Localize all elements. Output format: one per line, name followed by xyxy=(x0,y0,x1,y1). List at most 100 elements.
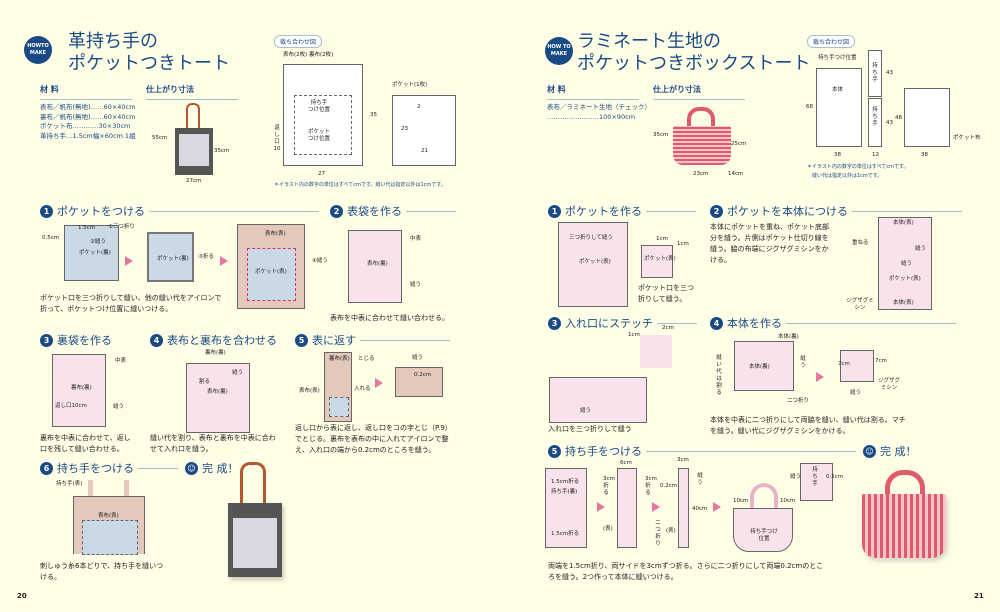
rule xyxy=(657,322,697,324)
label: 2cm xyxy=(662,325,674,331)
arrow-icon xyxy=(220,256,228,266)
handle-strip-illustration: 1.5cm折る 持ち手(裏) 1.5cm折る xyxy=(545,468,587,548)
label: 返し口10cm xyxy=(55,403,87,409)
label: ①三つ折り xyxy=(108,224,135,230)
badge-text: MAKE xyxy=(550,51,568,57)
label: ②縫う xyxy=(90,239,106,245)
label: 持ち手 xyxy=(812,467,818,487)
body-pattern: 本体 xyxy=(816,68,862,147)
step-4-description: 本体を中表に二つ折りにして両脇を縫い、縫い代は割る。マチを縫う。縫い代にジグザグ… xyxy=(710,416,906,435)
bag-handle xyxy=(885,470,925,500)
label: 三つ折りして縫う xyxy=(569,235,613,241)
label: 縫う xyxy=(790,474,802,480)
step-title: 裏袋を作る xyxy=(57,334,112,347)
label: 本体 xyxy=(832,87,844,93)
step-number: 5 xyxy=(295,333,308,347)
attach-handle-illustration: 表布(表) xyxy=(73,496,145,555)
size-heading: 仕上がり寸法 xyxy=(146,84,238,100)
dim: 43 xyxy=(886,120,893,126)
rule xyxy=(646,210,696,212)
label: 1.5cm折る xyxy=(551,531,580,537)
label: 表布(表) xyxy=(299,388,320,394)
label: 持ち手 xyxy=(872,63,878,83)
pocket xyxy=(329,397,349,417)
handle-fold-illustration xyxy=(617,468,637,548)
material-item: 表布／ラミネート生地（チェック） xyxy=(547,103,651,111)
size-body-height: 35cm xyxy=(214,148,230,154)
step-number: 4 xyxy=(710,316,723,330)
step-5-description: 両端を1.5cm折り、両サイドを3cmずつ折る。さらに二つ折りにして両端0.2c… xyxy=(548,562,824,581)
finished-edge-illustration: 0.2cm xyxy=(395,367,443,397)
box-tote-photo xyxy=(673,126,731,165)
label: 縫う xyxy=(410,282,422,288)
label: ④縫う xyxy=(312,258,328,264)
note-line: 縫い代は指定以外は1cmです。 xyxy=(812,173,883,179)
label: 縫う xyxy=(412,355,424,361)
label: 縫う xyxy=(113,404,125,410)
pocket-pattern xyxy=(904,88,950,147)
step-title: 本体を作る xyxy=(727,317,782,330)
size-body-height: 25cm xyxy=(731,141,747,147)
handle-position-label: 持ち手 つけ位置 xyxy=(308,100,331,113)
label: 本体(表) xyxy=(893,220,914,226)
label: 表布(表) xyxy=(98,513,119,519)
page-number: 20 xyxy=(17,592,27,600)
pocket-pattern: 2 23 21 xyxy=(392,95,456,166)
rule xyxy=(852,210,962,212)
edge-detail xyxy=(640,335,672,368)
label: ジグザグミシン xyxy=(878,378,901,391)
badge-text: HOWTO xyxy=(27,43,49,49)
label: ポケット(表) xyxy=(644,256,676,262)
badge-text: MAKE xyxy=(29,50,47,56)
opening-label: 返し口10 xyxy=(273,125,281,152)
step-title: 表布と裏布を合わせる xyxy=(167,334,277,347)
handle-illustration xyxy=(750,483,778,511)
label: 1cm xyxy=(628,332,640,338)
label: 3cm xyxy=(677,457,689,463)
size-height: 35cm xyxy=(653,132,669,138)
dim: 12 xyxy=(872,152,879,158)
done-heading: ☺完 成！ xyxy=(863,443,917,459)
done-label: 完 成！ xyxy=(202,462,239,475)
label: 0.2cm xyxy=(414,372,432,378)
step-number: 4 xyxy=(150,333,163,347)
pocket-folded-illustration: ポケット(裏) xyxy=(147,232,194,282)
pocket-photo xyxy=(179,134,209,166)
step-3-description: 入れ口を三つ折りして縫う xyxy=(548,425,632,433)
step-title: ポケットをつける xyxy=(57,205,145,218)
label: 裏布(裏) xyxy=(71,385,92,391)
leather-handle xyxy=(240,462,266,510)
label: 表布(表) xyxy=(265,231,286,237)
dim: 68 xyxy=(806,104,813,110)
pocket-label: ポケット(1枚) xyxy=(392,82,428,88)
dim: 43 xyxy=(886,70,893,76)
pocket-illustration: ポケット(裏) xyxy=(64,225,119,281)
title-line: ラミネート生地の xyxy=(577,31,721,52)
step-4-heading: 4 表布と裏布を合わせる xyxy=(150,332,277,348)
label: 裏布(裏) xyxy=(205,350,226,356)
pocket xyxy=(82,520,138,555)
step-number: 6 xyxy=(40,461,53,475)
title-line: 革持ち手の xyxy=(68,31,158,52)
label: ポケット(裏) xyxy=(157,256,189,262)
unit-note: ＊イラスト内の数字の単位はすべてcmです。縫い代は指定以外は1cmです。 xyxy=(807,163,908,181)
step-2-description: 本体にポケットを重ね、ポケット底部分を縫う。片側はポケット仕切り線を縫う。脇の布… xyxy=(710,223,829,264)
step-title: ポケットを本体につける xyxy=(727,205,848,218)
arrow-icon xyxy=(713,502,721,512)
cutting-diagram-label: 裁ち合わせ図 xyxy=(274,35,323,48)
label: 3cm折る xyxy=(645,476,657,496)
label: 0.5cm xyxy=(826,474,844,480)
label: 重ねる xyxy=(852,240,869,246)
size-height: 55cm xyxy=(152,135,168,141)
label: 縫う xyxy=(800,356,806,369)
label: ポケット布 xyxy=(953,135,981,141)
label: 中表 xyxy=(115,358,127,364)
material-item: 革持ち手…1.5cm幅×60cm 1組 xyxy=(40,131,136,140)
